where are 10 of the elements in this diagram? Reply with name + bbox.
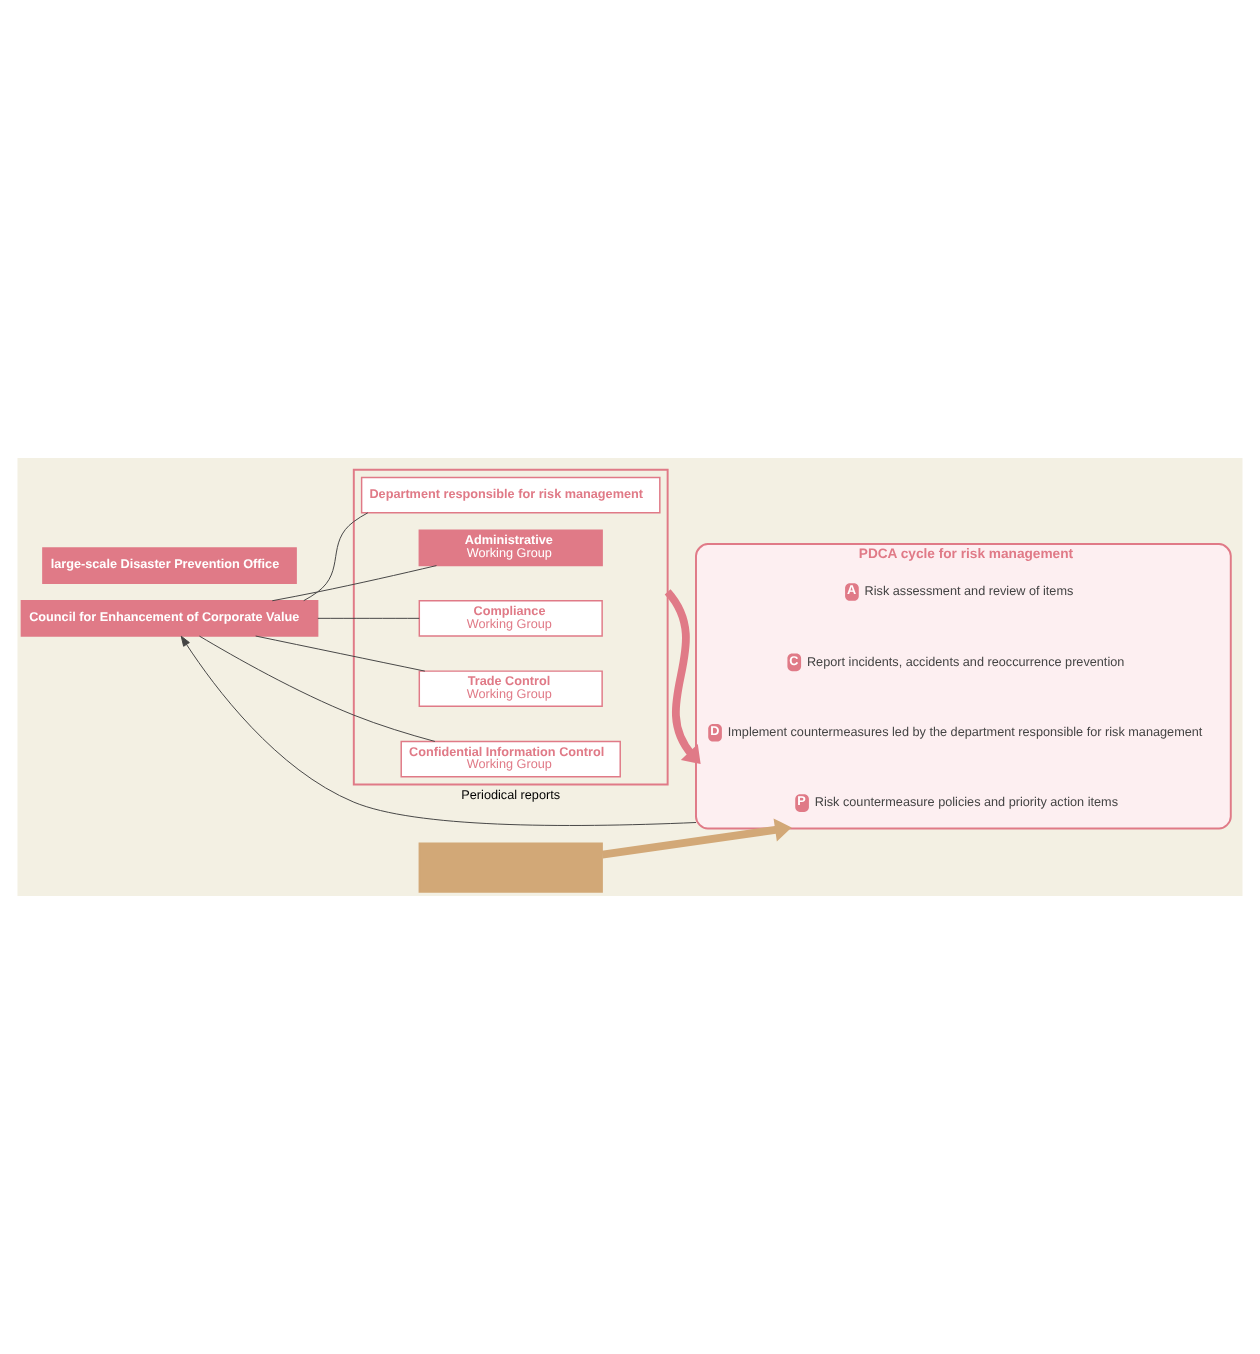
node-box: [418, 842, 603, 893]
connector: [271, 565, 437, 602]
cluster: [352, 468, 669, 786]
arrow: [601, 818, 792, 859]
connector: [303, 512, 369, 602]
connector: [255, 635, 426, 672]
arrow: [180, 635, 697, 826]
arrow: [664, 589, 701, 765]
connector: [198, 635, 436, 742]
connector: [317, 617, 420, 619]
